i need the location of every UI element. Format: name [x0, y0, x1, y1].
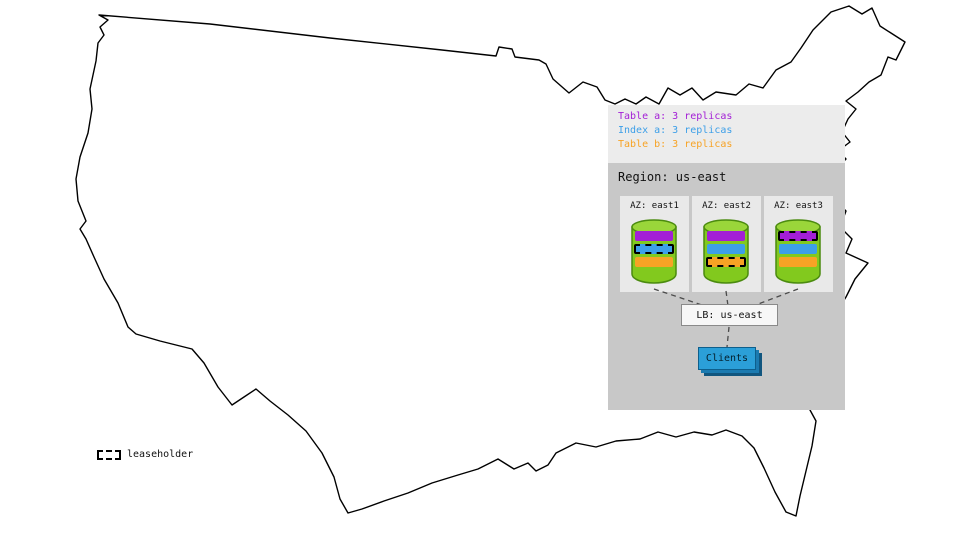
load-balancer-box: LB: us-east — [681, 304, 778, 326]
database-cylinder — [702, 218, 750, 284]
az-label: AZ: east3 — [774, 201, 823, 211]
replica-bar-index-a — [634, 244, 674, 254]
replica-bar-table-b — [635, 257, 673, 267]
clients-label: Clients — [705, 353, 749, 364]
cylinder-icon — [631, 219, 677, 284]
az-label: AZ: east2 — [702, 201, 751, 211]
leaseholder-legend: leaseholder — [97, 449, 193, 460]
replica-bar-table-a — [707, 231, 745, 241]
legend-item-table-a: Table a: 3 replicas — [618, 111, 733, 122]
replica-bar-table-a — [635, 231, 673, 241]
az-box-east3: AZ: east3 — [764, 196, 833, 292]
replica-bar-table-a — [778, 231, 818, 241]
replica-bar-index-a — [779, 244, 817, 254]
replica-bar-table-b — [706, 257, 746, 267]
database-cylinder — [630, 218, 678, 284]
database-cylinder — [774, 218, 822, 284]
leaseholder-swatch-icon — [97, 449, 121, 460]
cylinder-icon — [703, 219, 749, 284]
az-label: AZ: east1 — [630, 201, 679, 211]
legend-item-index-a: Index a: 3 replicas — [618, 125, 733, 136]
replica-bar-index-a — [707, 244, 745, 254]
az-box-east1: AZ: east1 — [620, 196, 689, 292]
az-box-east2: AZ: east2 — [692, 196, 761, 292]
clients-box[interactable]: Clients — [698, 347, 756, 370]
legend-item-table-b: Table b: 3 replicas — [618, 139, 733, 150]
replica-bar-table-b — [779, 257, 817, 267]
region-title: Region: us-east — [618, 170, 727, 184]
leaseholder-legend-label: leaseholder — [127, 449, 194, 460]
replica-legend: Table a: 3 replicas Index a: 3 replicas … — [618, 110, 732, 152]
cylinder-icon — [775, 219, 821, 284]
load-balancer-label: LB: us-east — [696, 309, 763, 321]
